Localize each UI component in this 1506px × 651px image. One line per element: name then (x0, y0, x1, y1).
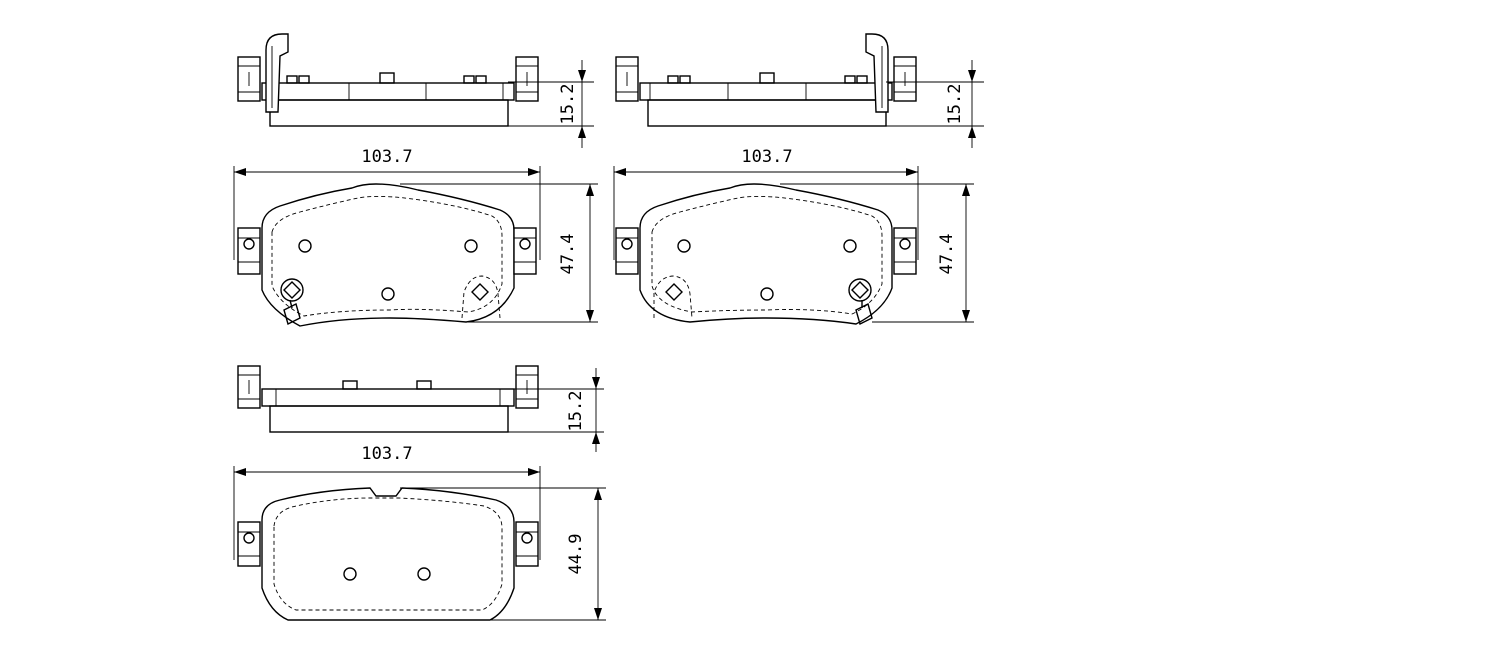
pad-1-thickness-label: 15.2 (558, 84, 578, 125)
pad-1-height-label: 47.4 (558, 234, 578, 275)
pad-3-thickness-dimension (508, 368, 604, 452)
pad-2-thickness-label: 15.2 (945, 84, 965, 125)
pad-2-height-label: 47.4 (937, 234, 957, 275)
pad-2-width-label: 103.7 (741, 147, 792, 167)
pad-3-front-view (237, 487, 539, 621)
pad-3-height-dimension (400, 487, 606, 621)
pad-3-side-view (237, 365, 539, 433)
pad-2-thickness-dimension (886, 60, 984, 148)
pad-2-height-dimension (780, 183, 974, 323)
pad-2-width-dimension (613, 166, 919, 260)
pad-3-height-label: 44.9 (566, 534, 586, 575)
pad-1-side-view (237, 33, 539, 127)
pad-2-front-view (615, 183, 917, 326)
pad-3-width-dimension (233, 466, 541, 560)
pad-2-side-view (615, 33, 917, 127)
pad-1-thickness-dimension (508, 60, 594, 148)
pad-1-front-view (237, 183, 537, 327)
pad-3-thickness-label: 15.2 (566, 391, 586, 432)
pad-1-width-label: 103.7 (361, 147, 412, 167)
pad-1-width-dimension (233, 166, 541, 260)
pad-3-width-label: 103.7 (361, 444, 412, 464)
pad-1-height-dimension (400, 183, 598, 323)
